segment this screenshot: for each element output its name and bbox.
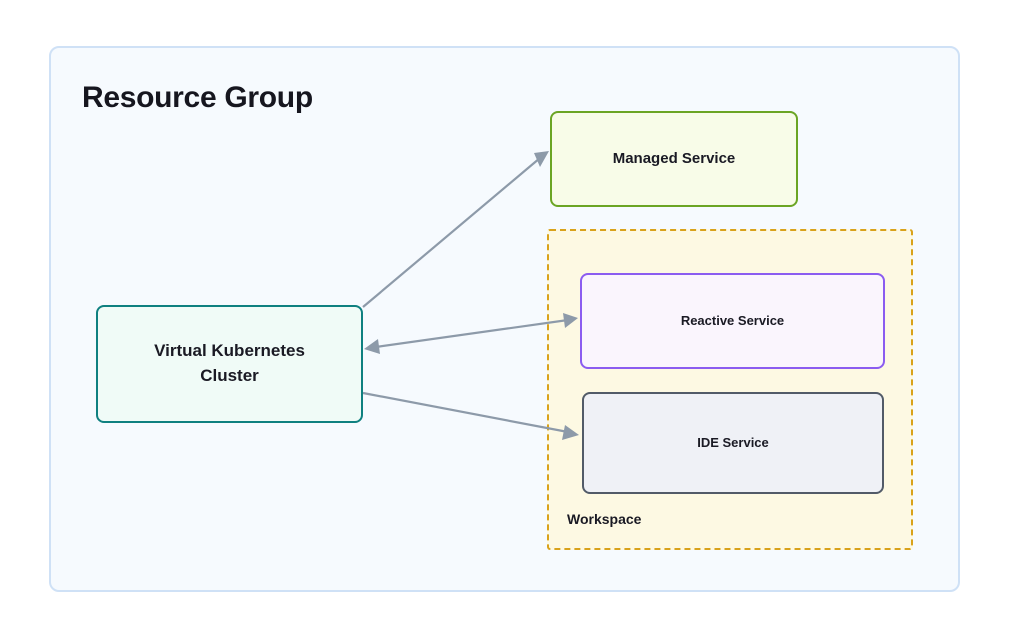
node-label: Reactive Service xyxy=(680,312,785,328)
node-managed-service[interactable]: Managed Service xyxy=(550,111,798,207)
node-reactive-service[interactable]: Reactive Service xyxy=(580,273,885,369)
page-title: Resource Group xyxy=(82,81,313,114)
node-label-line-2: Cluster xyxy=(200,366,259,385)
node-label-line-1: Virtual Kubernetes xyxy=(154,341,305,361)
workspace-group-label: Workspace xyxy=(567,511,642,527)
node-label: IDE Service xyxy=(697,434,769,450)
node-label: Managed Service xyxy=(612,150,736,168)
node-label: Virtual Kubernetes Cluster xyxy=(154,339,305,388)
node-ide-service[interactable]: IDE Service xyxy=(582,392,884,494)
node-virtual-kubernetes-cluster[interactable]: Virtual Kubernetes Cluster xyxy=(96,305,363,423)
